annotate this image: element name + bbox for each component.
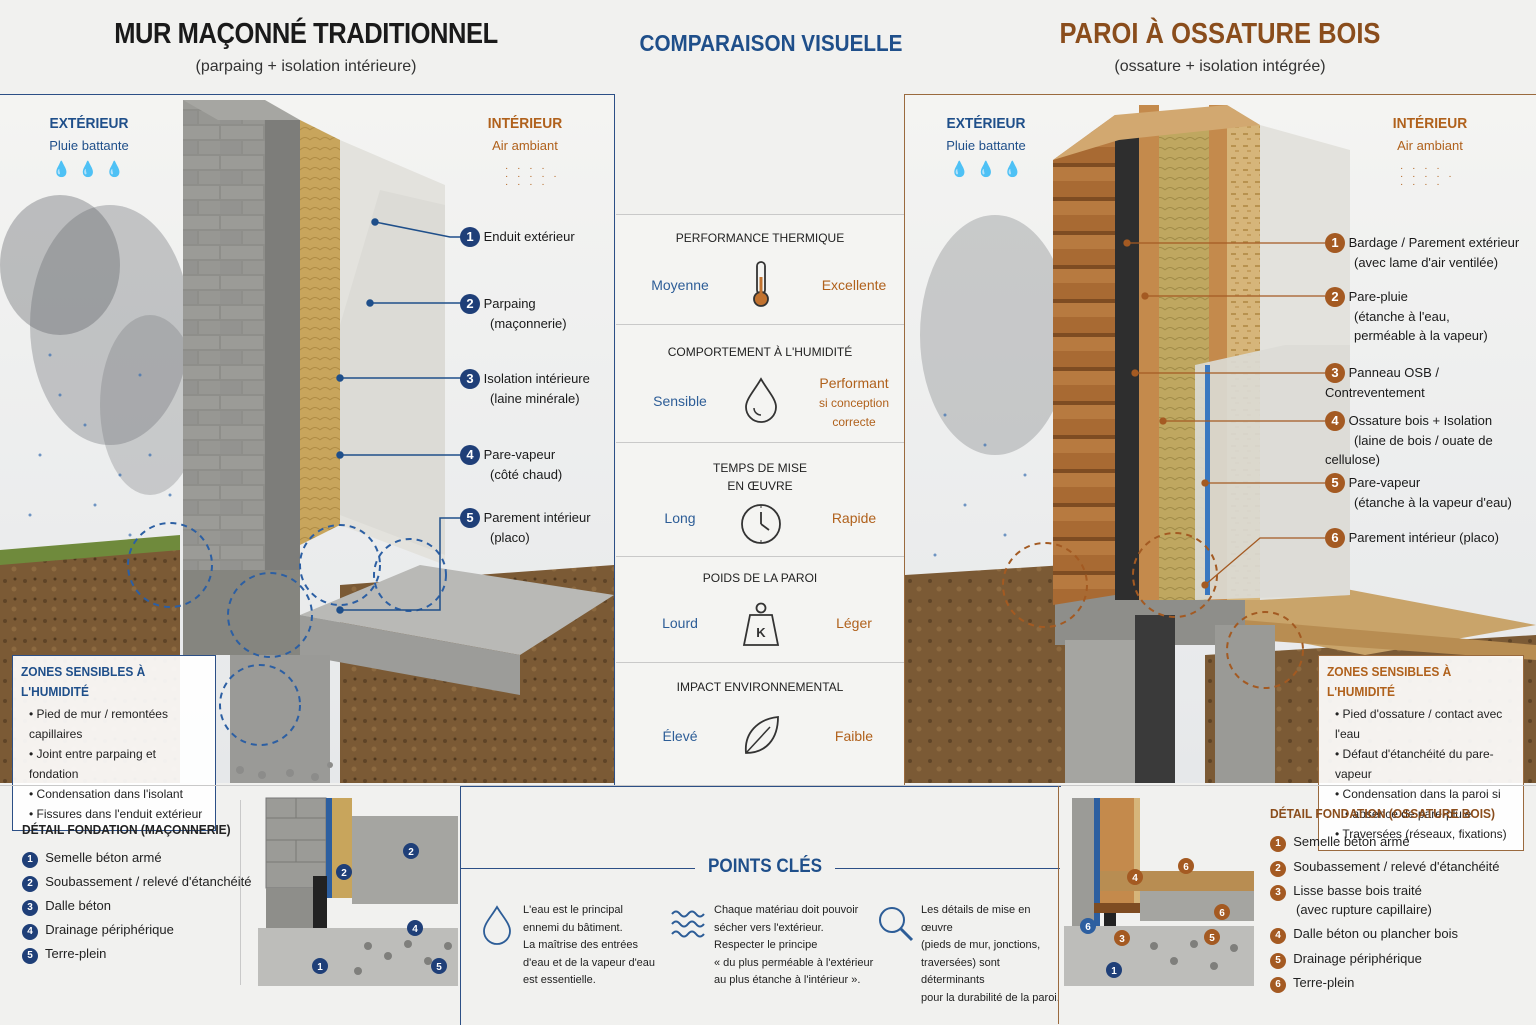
- list-item: 5 Terre-plein: [22, 942, 252, 966]
- timber-exterior-label: EXTÉRIEUR: [946, 115, 1026, 132]
- leaf-icon: [745, 716, 779, 754]
- svg-text:2: 2: [408, 847, 414, 858]
- weight-icon: K: [742, 602, 780, 646]
- comparison-row-environment: IMPACT ENVIRONNEMENTAL Élevé Faible: [616, 662, 904, 785]
- right-title: PAROI À OSSATURE BOIS: [1059, 18, 1381, 50]
- timber-interior-sub: Air ambiant: [1397, 138, 1463, 153]
- masonry-callout-4: 4 Pare-vapeur(côté chaud): [460, 445, 562, 484]
- list-item: 1 Semelle béton armé: [22, 846, 252, 870]
- comparison-row-humidity: COMPORTEMENT À L'HUMIDITÉ Sensible Perfo…: [616, 324, 904, 443]
- rain-drops-icon: 💧💧💧: [950, 161, 1031, 178]
- water-drop-icon: [483, 905, 511, 945]
- list-item: 6 Terre-plein: [1270, 971, 1500, 996]
- key-points-frame: [460, 786, 1061, 1025]
- thermometer-icon: [753, 261, 769, 307]
- weight-icon-letter: K: [756, 625, 766, 640]
- list-item: 5 Drainage périphérique: [1270, 947, 1500, 972]
- svg-text:5: 5: [1209, 933, 1215, 944]
- timber-interior-label: INTÉRIEUR: [1392, 115, 1468, 132]
- list-item: 3 Dalle béton: [22, 894, 252, 918]
- rain-drops-icon: 💧💧💧: [52, 161, 133, 178]
- masonry-moisture-zones: ZONES SENSIBLES À L'HUMIDITÉ Pied de mur…: [12, 655, 216, 831]
- masonry-callout-1: 1 Enduit extérieur: [460, 227, 575, 247]
- list-item: 3 Lisse basse bois traité(avec rupture c…: [1270, 879, 1500, 922]
- svg-text:5: 5: [436, 962, 442, 973]
- clock-icon: [741, 504, 781, 544]
- timber-callout-2: 2 Pare-pluie(étanche à l'eau,perméable à…: [1325, 287, 1488, 345]
- timber-exterior-sub: Pluie battante: [946, 138, 1026, 153]
- list-item: 2 Soubassement / relevé d'étanchéité: [22, 870, 252, 894]
- timber-callout-1: 1 Bardage / Parement extérieur(avec lame…: [1325, 233, 1519, 272]
- svg-text:3: 3: [1119, 934, 1125, 945]
- svg-text:4: 4: [412, 924, 418, 935]
- magnifier-icon: [879, 907, 914, 942]
- masonry-foundation-detail: 2 2 4 5 1: [258, 797, 458, 986]
- divider: [835, 868, 1060, 869]
- masonry-callout-5: 5 Parement intérieur(placo): [460, 508, 591, 547]
- svg-text:4: 4: [1132, 873, 1138, 884]
- masonry-interior-label: INTÉRIEUR: [487, 115, 563, 132]
- timber-foundation-title: DÉTAIL FONDATION (OSSATURE BOIS): [1270, 806, 1496, 821]
- timber-foundation-list: 1 Semelle béton armé 2 Soubassement / re…: [1270, 830, 1500, 996]
- list-item: 4 Dalle béton ou plancher bois: [1270, 922, 1500, 947]
- air-particles-icon: · · · ·· · · · ·· · · ·: [505, 163, 560, 190]
- center-title: COMPARAISON VISUELLE: [639, 30, 903, 56]
- timber-callout-3: 3 Panneau OSB / Contreventement: [1325, 363, 1439, 400]
- list-item: 4 Drainage périphérique: [22, 918, 252, 942]
- svg-text:6: 6: [1183, 862, 1189, 873]
- left-title: MUR MAÇONNÉ TRADITIONNEL: [114, 18, 498, 50]
- svg-text:1: 1: [317, 962, 323, 973]
- key-point-3: Les détails de mise en œuvre(pieds de mu…: [921, 904, 1060, 1004]
- air-particles-icon: · · · ·· · · · ·· · · ·: [1400, 163, 1455, 190]
- masonry-foundation-list: 1 Semelle béton armé 2 Soubassement / re…: [22, 846, 252, 966]
- svg-text:6: 6: [1085, 922, 1091, 933]
- waves-icon: [671, 910, 705, 938]
- timber-callout-6: 6 Parement intérieur (placo): [1325, 528, 1499, 548]
- timber-callout-4: 4 Ossature bois + Isolation(laine de boi…: [1325, 411, 1493, 467]
- divider: [240, 800, 241, 985]
- key-points-title: POINTS CLÉS: [707, 856, 823, 877]
- list-item: 2 Soubassement / relevé d'étanchéité: [1270, 855, 1500, 880]
- svg-text:2: 2: [341, 868, 347, 879]
- water-drop-icon: [745, 377, 777, 423]
- left-subtitle: (parpaing + isolation intérieure): [195, 58, 417, 75]
- masonry-foundation-title: DÉTAIL FONDATION (MAÇONNERIE): [22, 822, 231, 837]
- comparison-row-thermal: PERFORMANCE THERMIQUE Moyenne Excellente: [616, 214, 904, 325]
- masonry-exterior-label: EXTÉRIEUR: [49, 115, 129, 132]
- timber-callout-5: 5 Pare-vapeur(étanche à la vapeur d'eau): [1325, 473, 1512, 512]
- right-subtitle: (ossature + isolation intégrée): [1114, 58, 1326, 75]
- svg-text:6: 6: [1219, 908, 1225, 919]
- bottom-divider: [0, 785, 1536, 786]
- list-item: 1 Semelle béton armé: [1270, 830, 1500, 855]
- masonry-interior-sub: Air ambiant: [492, 138, 558, 153]
- masonry-exterior-sub: Pluie battante: [49, 138, 129, 153]
- masonry-callout-2: 2 Parpaing(maçonnerie): [460, 294, 567, 333]
- comparison-row-weight: POIDS DE LA PAROI Lourd K Léger: [616, 556, 904, 663]
- timber-moisture-zones: ZONES SENSIBLES À L'HUMIDITÉ Pied d'ossa…: [1318, 655, 1524, 851]
- svg-text:1: 1: [1111, 966, 1117, 977]
- masonry-callout-3: 3 Isolation intérieure(laine minérale): [460, 369, 590, 408]
- divider: [460, 868, 695, 869]
- divider: [1058, 786, 1059, 1024]
- timber-foundation-detail: 4 6 6 5 3 6 1: [1064, 798, 1254, 986]
